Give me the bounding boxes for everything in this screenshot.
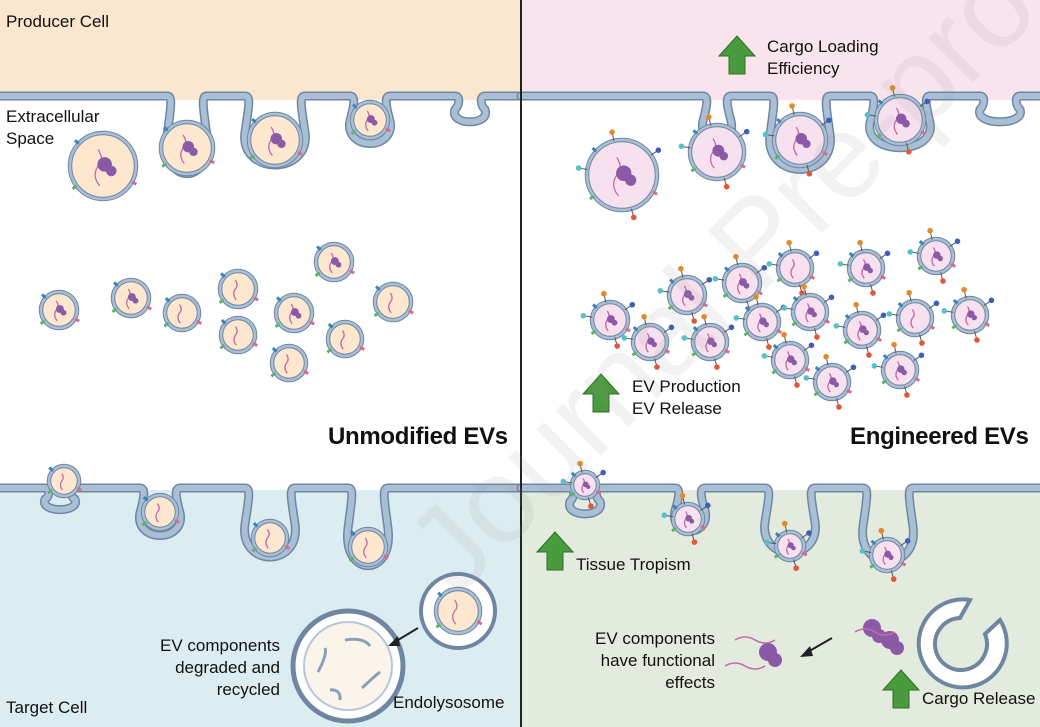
ev-released-right-2 (837, 239, 891, 296)
extracellular-space-line-1: Extracellular (6, 107, 100, 126)
ev-budded-left-1 (67, 130, 139, 202)
rna-strand-icon (233, 279, 238, 301)
producer-membrane-right (516, 91, 1040, 174)
rna-strand-icon (177, 304, 182, 324)
ev-released-right-8 (681, 313, 735, 370)
ev-uptake-left-2 (140, 492, 181, 532)
extracellular-space-label: Extracellular Space (6, 106, 100, 150)
ev-released-right-15 (803, 353, 857, 410)
ev-released-right-4 (657, 265, 713, 324)
functional-line-1: EV components (594, 629, 715, 648)
ev-released-left-9 (325, 319, 366, 359)
rna-strand-icon (452, 599, 458, 625)
ev-uptake-right-4 (859, 527, 911, 582)
ev-uptake-right-1 (560, 460, 606, 509)
ev-released-left-1 (313, 241, 355, 283)
ev-released-right-7 (621, 313, 675, 370)
functional-effects-label: EV components have functional effects (575, 628, 715, 694)
cargo-release-label: Cargo Release (922, 689, 1036, 708)
rna-strand-icon (233, 326, 238, 346)
rna-strand-icon (724, 662, 766, 670)
functional-line-3: effects (665, 673, 715, 692)
ev-released-left-5 (217, 268, 259, 310)
degraded-line-3: recycled (216, 680, 280, 699)
ev-budding-left-3 (246, 111, 304, 169)
ev-released-left-4 (162, 293, 203, 333)
ev-released-right-9 (733, 293, 787, 350)
release-endosome-icon (916, 597, 1009, 690)
ev-uptake-right-3 (764, 520, 812, 571)
ev-uptake-left-4 (347, 526, 389, 568)
producer-cell-left (0, 0, 521, 100)
ev-released-right-14 (761, 331, 815, 388)
ev-uptake-left-1 (46, 463, 83, 499)
tissue-tropism-label: Tissue Tropism (576, 555, 691, 574)
ev-uptake-left-3 (250, 518, 291, 558)
rna-strand-icon (363, 537, 368, 559)
tissue-tropism-up-arrow-icon (535, 531, 575, 571)
target-cell-label: Target Cell (6, 698, 88, 717)
ev-released-left-2 (38, 289, 80, 331)
rna-strand-icon (265, 529, 270, 549)
ev-uptake-right-2 (661, 492, 711, 545)
rna-strand-icon (790, 259, 795, 279)
target-membrane-right (516, 483, 1040, 566)
ev-budding-left-4 (349, 99, 391, 141)
ev-released-left-3 (110, 277, 152, 319)
ev-released-right-3 (766, 239, 820, 296)
ev-budding-right-4 (864, 85, 931, 155)
rna-strand-icon (340, 330, 345, 350)
cargo-loading-up-arrow-icon (717, 35, 757, 75)
ev-released-right-1 (907, 227, 961, 284)
cargo-loading-line-2: Efficiency (767, 59, 840, 78)
rna-strand-icon (910, 309, 915, 329)
ev-released-right-12 (886, 289, 940, 346)
ev-in-endosome (433, 586, 483, 636)
ev-budding-left-2 (158, 119, 216, 177)
degraded-fragment-1 (316, 647, 327, 673)
ev-released-right-13 (941, 286, 995, 343)
functional-line-2: have functional (600, 651, 715, 670)
producer-cell-right (521, 0, 1040, 100)
ev-production-label: EV Production EV Release (632, 376, 741, 420)
degraded-fragment-4 (329, 688, 342, 701)
rna-strand-icon (284, 354, 289, 374)
ev-released-right-10 (781, 283, 835, 340)
degraded-label: EV components degraded and recycled (150, 635, 280, 701)
rna-strand-icon (734, 636, 776, 644)
ev-released-left-6 (273, 292, 315, 334)
cargo-loading-line-1: Cargo Loading (767, 37, 879, 56)
rna-strand-icon (854, 628, 896, 636)
ev-budded-right-1 (575, 129, 662, 221)
ev-released-right-11 (833, 301, 887, 358)
degraded-line-1: EV components (159, 636, 280, 655)
degraded-line-2: degraded and (175, 658, 280, 677)
degraded-fragment-3 (360, 670, 381, 690)
rna-strand-icon (155, 503, 160, 523)
degraded-fragment-2 (344, 637, 372, 647)
ev-released-left-8 (218, 315, 259, 355)
ev-budding-right-2 (678, 114, 750, 190)
ev-production-line-2: EV Release (632, 399, 722, 418)
ev-production-up-arrow-icon (581, 373, 621, 413)
engineered-evs-title: Engineered EVs (850, 423, 1029, 450)
unmodified-evs-title: Unmodified EVs (328, 423, 508, 450)
ev-released-right-6 (580, 290, 636, 349)
ev-released-left-10 (269, 343, 310, 383)
producer-cell-label: Producer Cell (6, 12, 109, 31)
rna-strand-icon (59, 473, 64, 491)
ev-budding-right-3 (762, 103, 832, 177)
cargo-release-up-arrow-icon (881, 669, 921, 709)
ev-released-right-16 (871, 341, 925, 398)
cargo-loading-label: Cargo Loading Efficiency (767, 36, 879, 80)
extracellular-space-line-2: Space (6, 129, 55, 148)
endolysosome-label: Endolysosome (393, 693, 505, 712)
ev-released-left-7 (372, 281, 414, 323)
ev-production-line-1: EV Production (632, 377, 741, 396)
rna-strand-icon (388, 292, 393, 314)
